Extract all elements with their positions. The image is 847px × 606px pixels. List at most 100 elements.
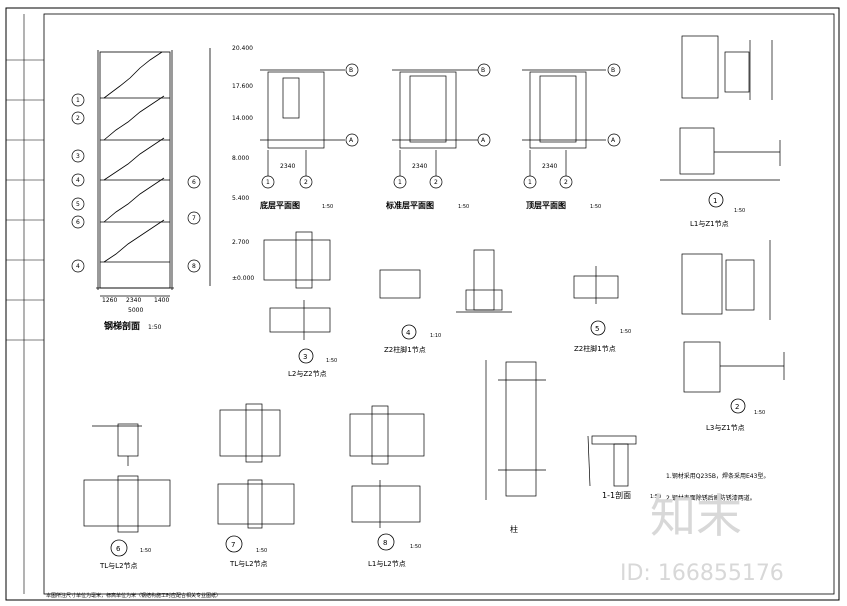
node-marker-label: 4	[76, 263, 80, 270]
stair-section-dims: 1260 2340 1400 5000	[102, 297, 169, 314]
stair-section-markers	[71, 93, 201, 273]
node-l1l2-title: L1与L2节点	[368, 560, 406, 568]
detail-marker	[708, 192, 724, 208]
detail-z2-base	[379, 249, 512, 313]
stair-section-title: 钢梯剖面	[104, 320, 140, 332]
detail-marker-label: 2	[735, 403, 739, 411]
detail-marker-label: 7	[231, 541, 235, 549]
scale-label: 1:50	[458, 204, 469, 210]
detail-marker	[590, 320, 606, 336]
detail-marker-label: 8	[383, 539, 387, 547]
elevation-label: 17.600	[232, 83, 253, 90]
note-line: 1.钢材采用Q235B，焊条采用E43型。	[666, 472, 769, 480]
grid-label: 1	[398, 179, 402, 186]
drawing-frame	[43, 13, 835, 595]
plan-standard	[392, 69, 478, 176]
elevation-labels: 20.400 17.600 14.000 8.000 5.400 2.700 ±…	[232, 45, 254, 282]
axis-label: A	[481, 137, 486, 144]
detail-z2-base-2	[573, 266, 619, 304]
node-tl-title: TL与L2节点	[229, 560, 268, 568]
elevation-label: 2.700	[232, 239, 249, 246]
axis-label: A	[611, 137, 616, 144]
elevation-label: 5.400	[232, 195, 249, 202]
grid-label: 2	[564, 179, 568, 186]
node-marker-label: 1	[76, 97, 80, 104]
scale-label: 1:50	[148, 324, 162, 331]
node-marker-label: 4	[76, 177, 80, 184]
scale-label: 1:50	[734, 208, 745, 214]
elevation-label: 14.000	[232, 115, 253, 122]
detail-l1-z1	[660, 35, 781, 181]
node-marker-label: 8	[192, 263, 196, 270]
scale-label: 1:50	[754, 410, 765, 416]
bottom-note: 本图所注尺寸单位为毫米，标高单位为米（钢结构施工时应配合相关专业图纸）	[46, 592, 221, 599]
node-marker-label: 5	[76, 201, 80, 208]
dimension-label: 2340	[412, 163, 427, 170]
grid-label: 1	[528, 179, 532, 186]
elevation-label: ±0.000	[232, 275, 254, 282]
detail-marker-label: 3	[303, 353, 307, 361]
node-z2-title: Z2柱脚1节点	[384, 345, 426, 354]
scale-label: 1:50	[410, 544, 421, 550]
dimension-label: 1260	[102, 297, 117, 304]
detail-marker	[377, 533, 395, 551]
detail-l3-z1	[681, 240, 785, 393]
elevation-label: 20.400	[232, 45, 253, 52]
detail-marker-label: 4	[406, 329, 411, 337]
column-title: 柱	[510, 524, 518, 534]
grid-label: 2	[304, 179, 308, 186]
node-l3-title: L3与Z1节点	[706, 424, 745, 432]
section-1-1	[587, 435, 637, 487]
plan-bottom-title: 底层平面图	[259, 200, 300, 210]
plan-standard-title: 标准层平面图	[385, 200, 434, 210]
node-l1-title: L1与Z1节点	[690, 220, 729, 228]
dimension-label: 2340	[126, 297, 141, 304]
dimension-label: 5000	[128, 307, 143, 314]
plan-top-title: 顶层平面图	[526, 201, 566, 210]
dimension-label: 1400	[154, 297, 169, 304]
scale-label: 1:50	[590, 204, 601, 210]
plan-axis-markers	[261, 63, 621, 189]
scale-label: 1:50	[650, 494, 661, 500]
axis-label: A	[349, 137, 354, 144]
axis-label: B	[481, 67, 485, 74]
elevation-label: 8.000	[232, 155, 249, 162]
watermark-id: ID: 166855176	[620, 561, 784, 586]
grid-label: 2	[434, 179, 438, 186]
note-line: 2.钢材表面除锈后刷防锈漆两道。	[666, 494, 756, 502]
detail-marker-label: 1	[713, 197, 717, 205]
watermark-brand: 知末	[650, 489, 742, 543]
node-marker-label: 6	[192, 179, 196, 186]
scale-label: 1:50	[256, 548, 267, 554]
scale-label: 1:50	[322, 204, 333, 210]
plan-top	[522, 69, 606, 176]
scale-label: 1:50	[140, 548, 151, 554]
node-z2-title: Z2柱脚1节点	[574, 344, 616, 353]
dimension-label: 2340	[280, 163, 295, 170]
detail-l1-l2	[349, 405, 425, 528]
scale-label: 1:50	[326, 358, 337, 364]
grid-label: 1	[266, 179, 270, 186]
detail-l2-z2	[263, 231, 331, 340]
sheet-border	[5, 7, 840, 601]
section-1-1-title: 1-1剖面	[602, 490, 631, 500]
node-l2-title: L2与Z2节点	[288, 370, 327, 378]
scale-label: 1:10	[430, 333, 441, 339]
axis-label: B	[611, 67, 615, 74]
stair-section	[96, 48, 211, 297]
detail-tl-l2-a	[83, 423, 171, 533]
plan-axis-labels: B A B A B A 1 2 1 2 1 2 2340 2340 2340	[266, 67, 616, 186]
detail-tl-l2-b	[217, 403, 295, 529]
title-block	[6, 14, 44, 594]
axis-label: B	[349, 67, 353, 74]
stair-section-marker-labels: 1 2 3 4 5 6 4 6 7 8	[76, 97, 196, 270]
node-marker-label: 7	[192, 215, 196, 222]
scale-label: 1:50	[620, 329, 631, 335]
detail-marker	[110, 539, 128, 557]
detail-marker-label: 5	[595, 325, 599, 333]
detail-marker	[401, 324, 417, 340]
node-tl-title: TL与L2节点	[99, 562, 138, 570]
detail-marker	[730, 398, 746, 414]
dimension-label: 2340	[542, 163, 557, 170]
